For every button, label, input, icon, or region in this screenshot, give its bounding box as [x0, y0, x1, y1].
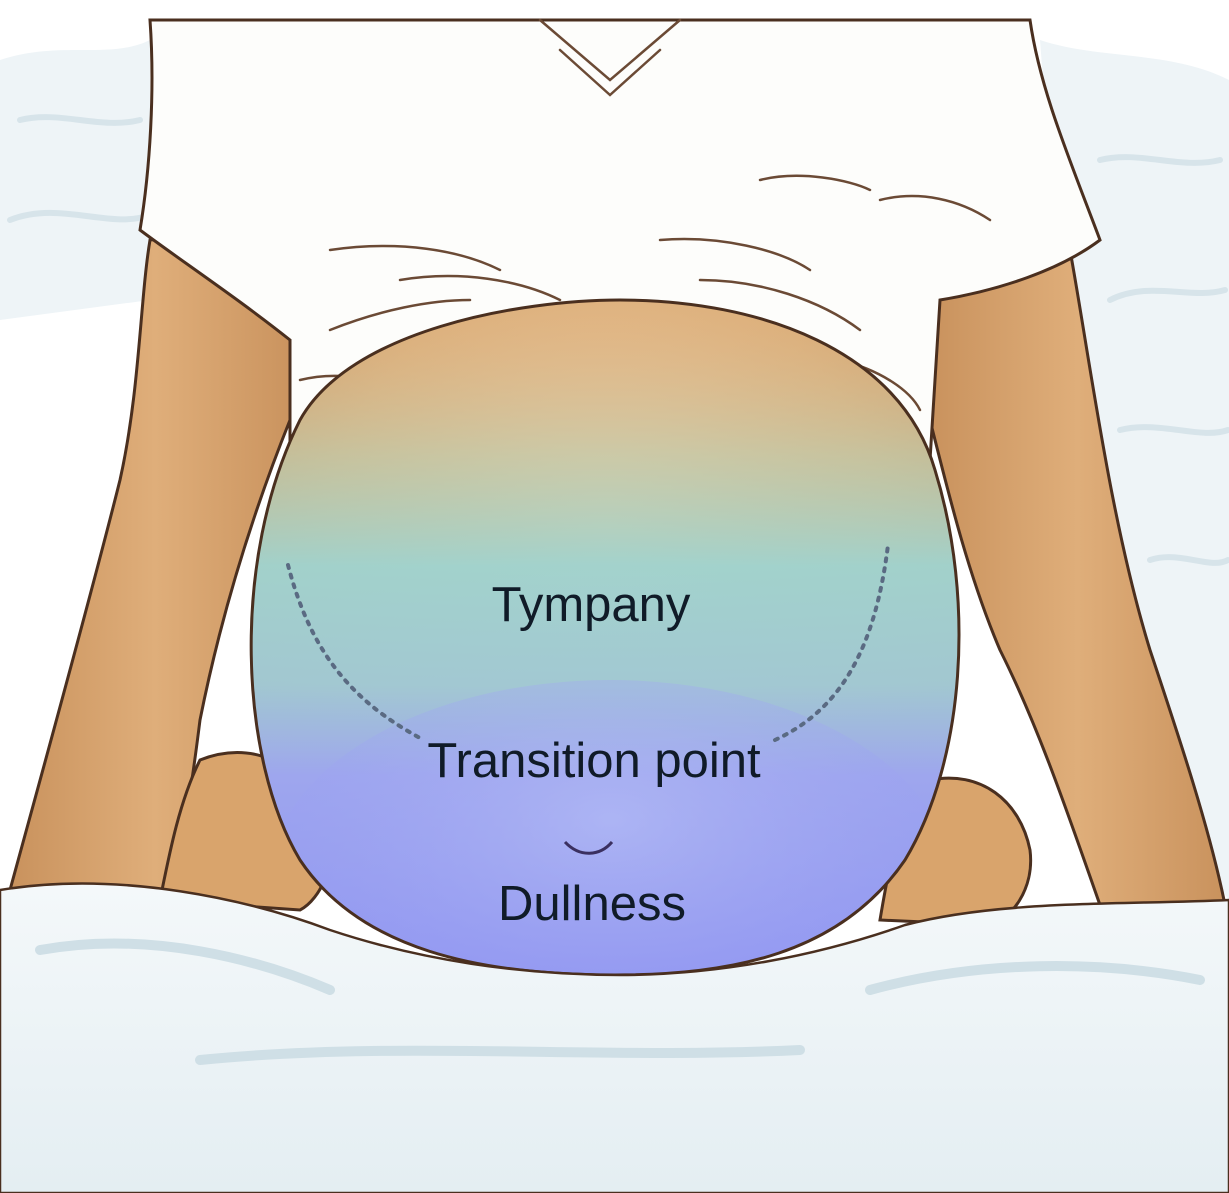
bed-sheet-back — [0, 40, 150, 320]
tympany-label: Tympany — [492, 578, 691, 632]
transition-point-label: Transition point — [427, 734, 761, 788]
dullness-label: Dullness — [498, 877, 686, 931]
